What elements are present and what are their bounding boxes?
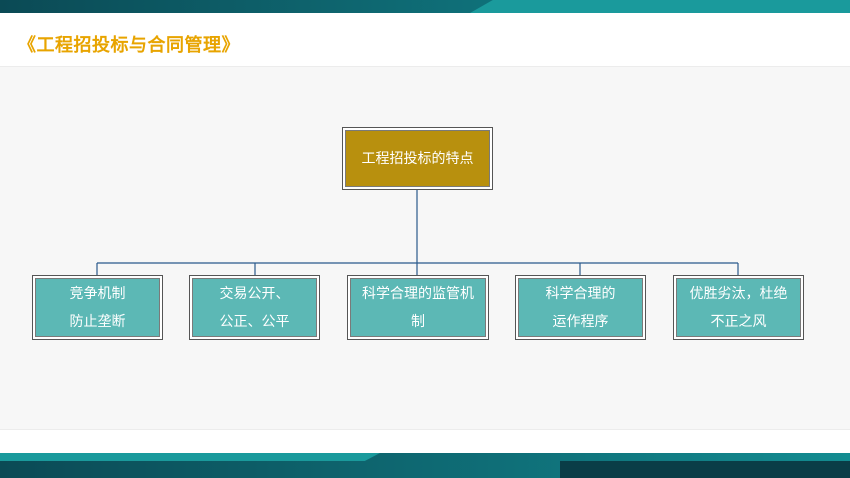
child-node-supervision: 科学合理的监管机 制 (347, 275, 489, 340)
top-decor-band (0, 0, 850, 13)
child-node-openness: 交易公开、 公正、公平 (189, 275, 320, 340)
child-node-procedure: 科学合理的 运作程序 (515, 275, 646, 340)
child-node-label: 优胜劣汰，杜绝 不正之风 (689, 285, 788, 330)
child-node-elimination: 优胜劣汰，杜绝 不正之风 (673, 275, 804, 340)
page-title: 《工程招投标与合同管理》 (18, 35, 240, 56)
child-node-label: 科学合理的监管机 制 (362, 285, 474, 330)
child-node-label: 竞争机制 防止垄断 (69, 285, 126, 330)
child-node-competition: 竞争机制 防止垄断 (32, 275, 163, 340)
content-area (0, 66, 850, 430)
bottom-decor-band (0, 453, 850, 478)
root-node-label: 工程招投标的特点 (361, 150, 474, 167)
child-node-label: 交易公开、 公正、公平 (219, 285, 290, 330)
root-node: 工程招投标的特点 (342, 127, 493, 190)
child-node-label: 科学合理的 运作程序 (545, 285, 616, 330)
